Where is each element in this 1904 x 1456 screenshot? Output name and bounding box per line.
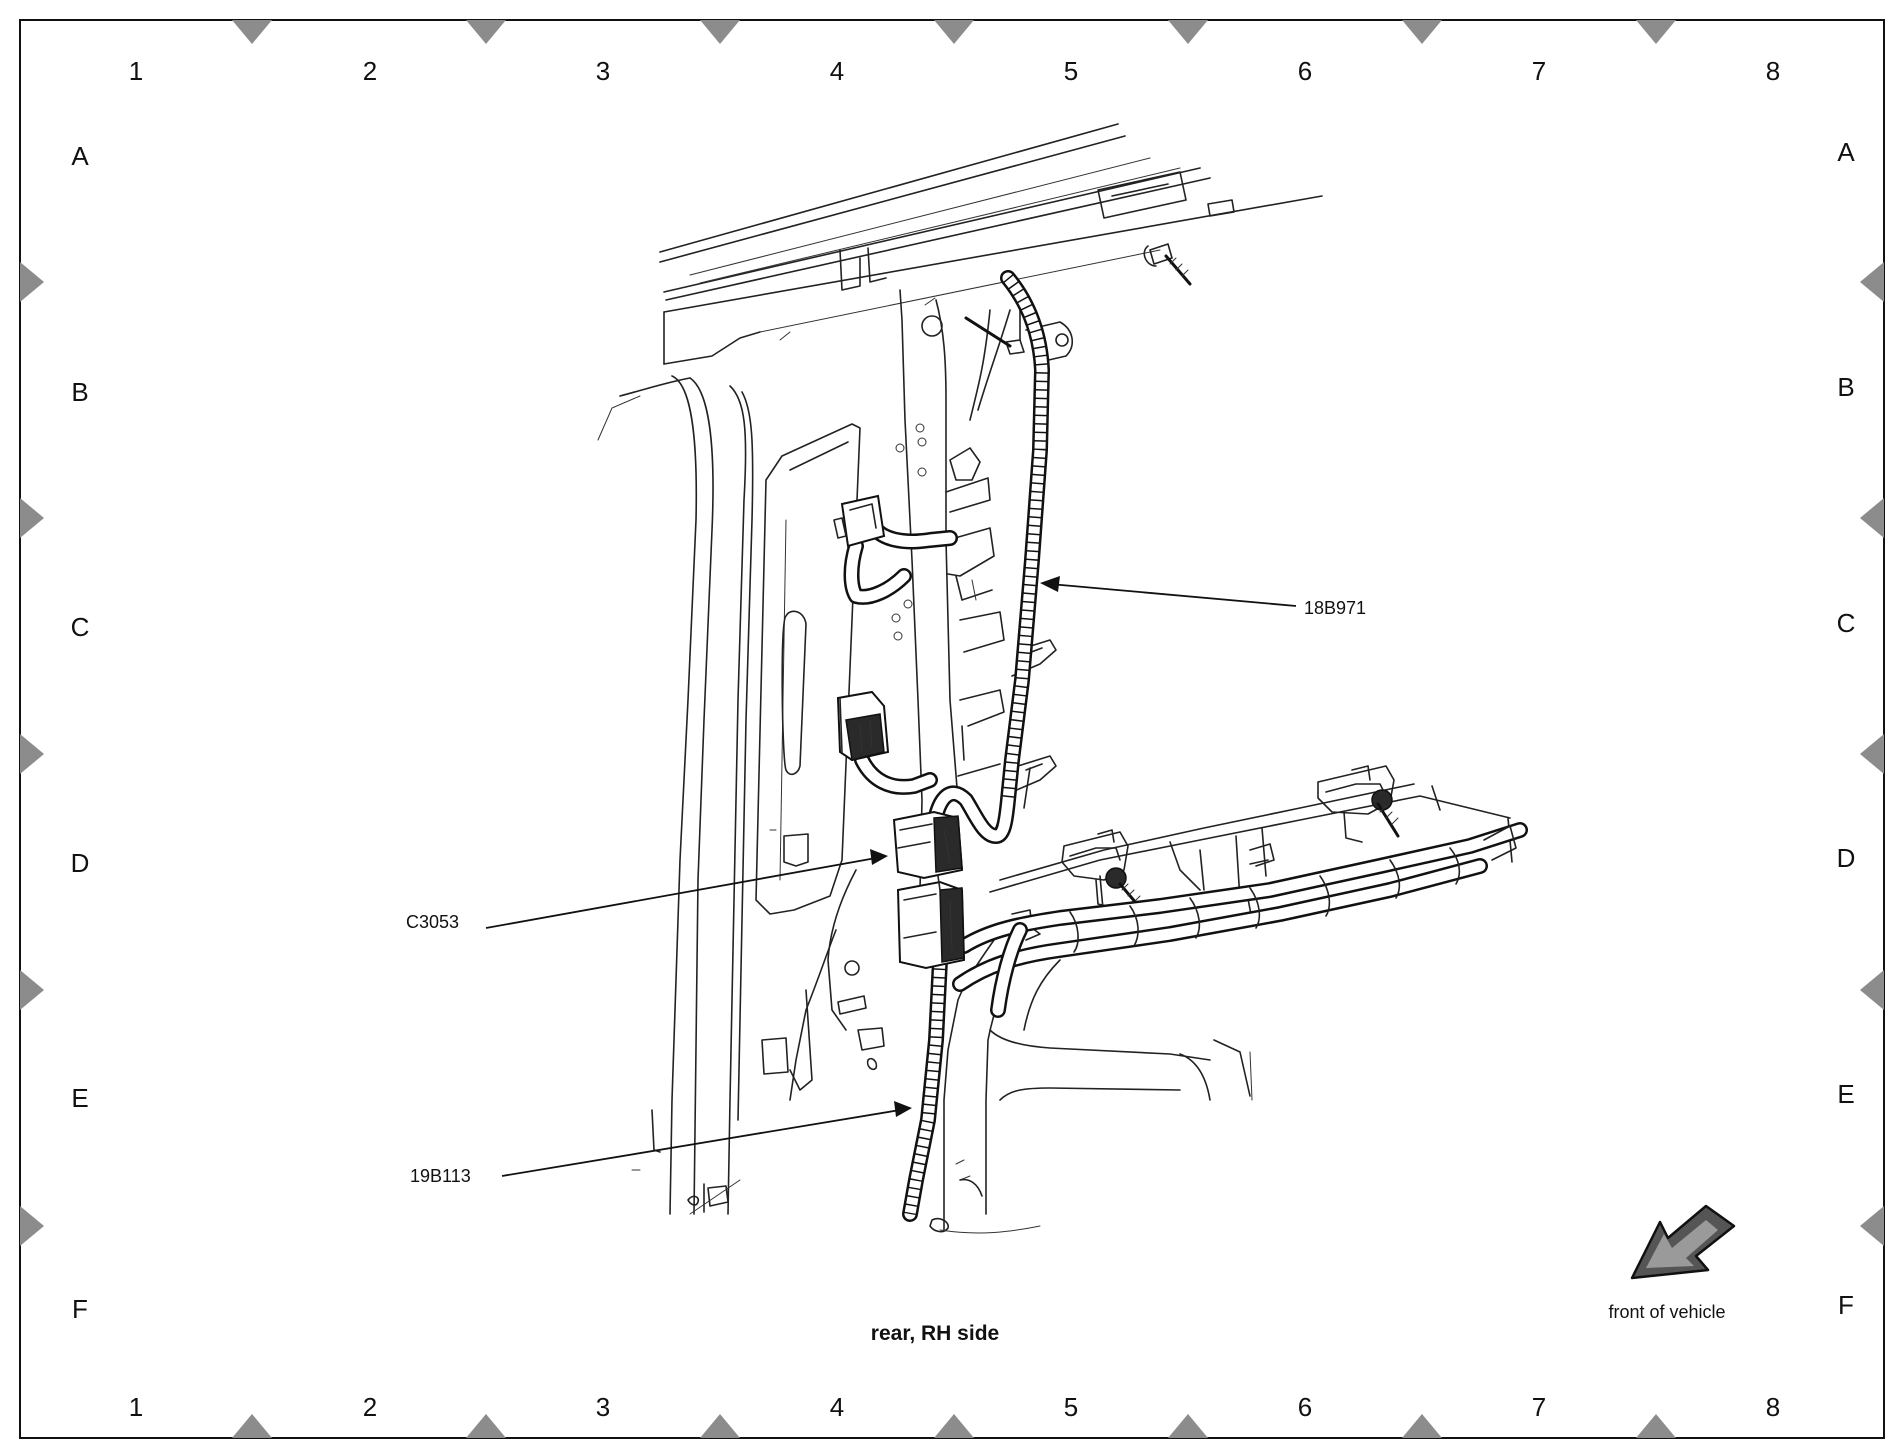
connector-c3053 [892,810,966,970]
zone-marker-bottom-3 [700,1414,740,1438]
zone-marker-top-5 [1168,20,1208,44]
harness-19b113 [902,952,948,1222]
grid-row-left-e: E [71,1083,88,1113]
grid-col-top-6: 6 [1298,56,1312,86]
callout-19b113: 19B113 [410,1101,912,1186]
grid-row-left-c: C [71,612,90,642]
grid-labels-bottom: 1 2 3 4 5 6 7 8 [129,1392,1780,1422]
zone-marker-top-4 [934,20,974,44]
view-caption: rear, RH side [871,1322,999,1345]
harness-main-floor [952,822,1528,1018]
grid-col-bottom-5: 5 [1064,1392,1078,1422]
zone-marker-right-4 [1860,970,1884,1010]
callout-label-18b971: 18B971 [1304,598,1366,618]
grid-row-left-b: B [71,377,88,407]
zone-marker-left-4 [20,970,44,1010]
zone-markers [20,20,1884,1438]
grid-col-top-4: 4 [830,56,844,86]
grid-labels-top: 1 2 3 4 5 6 7 8 [129,56,1780,86]
zone-marker-right-5 [1860,1206,1884,1246]
zone-marker-top-2 [466,20,506,44]
grid-row-right-e: E [1837,1079,1854,1109]
grid-row-right-a: A [1837,137,1855,167]
grid-col-bottom-7: 7 [1532,1392,1546,1422]
zone-marker-left-3 [20,734,44,774]
grid-col-bottom-6: 6 [1298,1392,1312,1422]
pillar-connector-upper [833,494,958,605]
grid-col-bottom-2: 2 [363,1392,377,1422]
callout-label-c3053: C3053 [406,912,459,932]
harness-18b971 [922,270,1050,844]
grid-row-right-d: D [1837,843,1856,873]
grid-row-left-a: A [71,141,89,171]
zone-marker-bottom-2 [466,1414,506,1438]
grid-col-top-7: 7 [1532,56,1546,86]
zone-marker-right-2 [1860,498,1884,538]
grid-col-bottom-1: 1 [129,1392,143,1422]
zone-marker-left-5 [20,1206,44,1246]
zone-marker-right-1 [1860,262,1884,302]
body-structure-drawing [597,123,1513,1234]
grid-col-bottom-8: 8 [1766,1392,1780,1422]
callout-c3053: C3053 [406,849,888,932]
grid-col-top-1: 1 [129,56,143,86]
front-of-vehicle-indicator: front of vehicle [1608,1204,1736,1322]
grid-col-top-2: 2 [363,56,377,86]
grid-row-left-f: F [72,1294,88,1324]
front-of-vehicle-label: front of vehicle [1608,1302,1725,1322]
zone-marker-right-3 [1860,734,1884,774]
callout-label-19b113: 19B113 [410,1166,471,1186]
zone-marker-left-2 [20,498,44,538]
pillar-connector-middle [836,690,938,795]
zone-marker-bottom-4 [934,1414,974,1438]
grid-row-right-c: C [1837,608,1856,638]
grid-row-right-b: B [1837,372,1854,402]
zone-marker-bottom-7 [1636,1414,1676,1438]
grid-row-right-f: F [1838,1290,1854,1320]
zone-marker-top-3 [700,20,740,44]
zone-marker-left-1 [20,262,44,302]
grid-col-bottom-4: 4 [830,1392,844,1422]
grid-col-bottom-3: 3 [596,1392,610,1422]
grid-col-top-5: 5 [1064,56,1078,86]
grid-row-left-d: D [71,848,90,878]
zone-marker-top-1 [232,20,272,44]
zone-marker-bottom-5 [1168,1414,1208,1438]
grid-labels-left: A B C D E F [71,141,90,1324]
grid-labels-right: A B C D E F [1837,137,1856,1320]
zone-marker-bottom-6 [1402,1414,1442,1438]
grid-col-top-8: 8 [1766,56,1780,86]
callout-18b971: 18B971 [1040,576,1366,618]
zone-marker-bottom-1 [232,1414,272,1438]
zone-marker-top-6 [1402,20,1442,44]
zone-marker-top-7 [1636,20,1676,44]
grid-col-top-3: 3 [596,56,610,86]
